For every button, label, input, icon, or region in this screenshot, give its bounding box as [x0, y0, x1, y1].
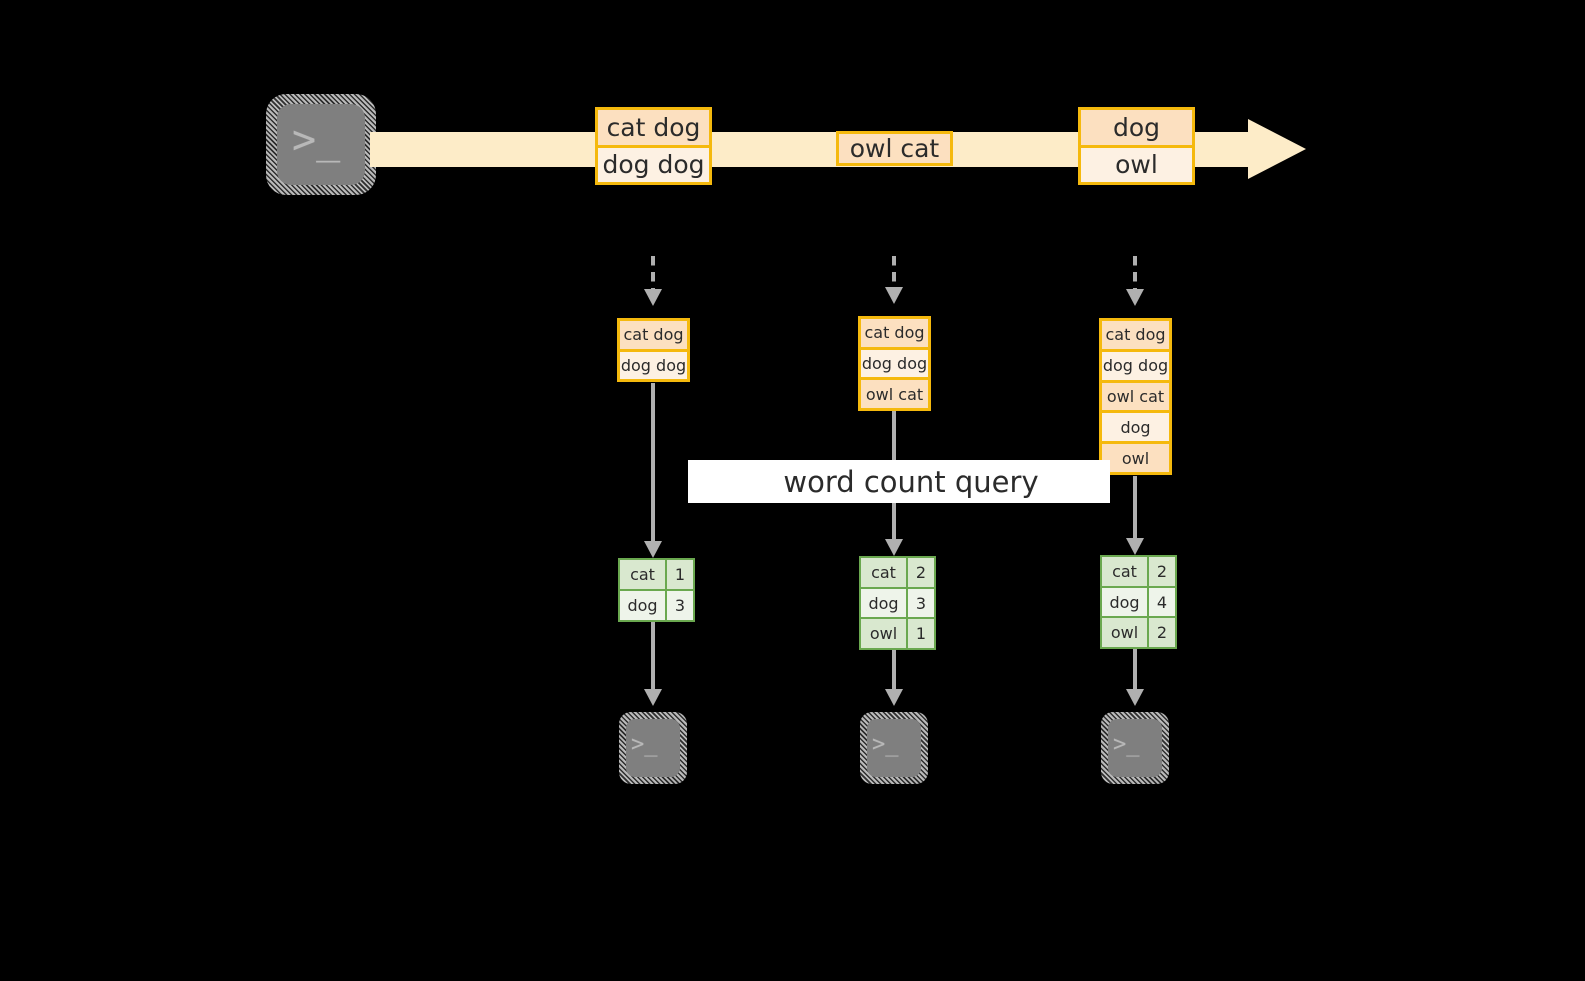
record-line: dog dog [598, 144, 709, 182]
result-word: owl [861, 619, 906, 649]
terminal-screen [1108, 719, 1162, 777]
table-row: dog 3 [861, 586, 934, 618]
record-line: owl [1081, 144, 1192, 182]
buffer-line: dog dog [861, 346, 928, 378]
table-row: cat 2 [861, 558, 934, 587]
result-count: 1 [665, 560, 693, 589]
query-label: word count query [688, 460, 1110, 503]
terminal-prompt-glyph: >_ [1113, 732, 1140, 757]
table-row: owl 1 [861, 617, 934, 649]
result-word: dog [861, 588, 906, 618]
buffer-line: dog dog [620, 348, 687, 379]
snapshot-2-tap-arrowhead-icon [885, 287, 903, 304]
snapshot-3-sink-terminal-icon: >_ [1101, 712, 1169, 784]
result-word: owl [1102, 618, 1147, 648]
buffer-line: dog [1102, 410, 1169, 442]
record-line: cat dog [598, 110, 709, 145]
record-line: dog [1081, 110, 1192, 145]
snapshot-2-query-arrowhead-icon [885, 539, 903, 556]
table-row: cat 1 [620, 560, 693, 589]
record-line: owl cat [839, 134, 950, 163]
snapshot-3-result-table: cat 2 dog 4 owl 2 [1100, 555, 1177, 649]
terminal-prompt-glyph: >_ [292, 117, 341, 163]
stream-record-3: dog owl [1078, 107, 1195, 185]
snapshot-1-tap-line [651, 256, 655, 290]
snapshot-1-query-line [651, 383, 655, 550]
buffer-line: cat dog [620, 321, 687, 349]
snapshot-3-tap-line [1133, 256, 1137, 290]
buffer-line: owl cat [861, 377, 928, 409]
terminal-prompt-glyph: >_ [631, 732, 658, 757]
buffer-line: owl cat [1102, 379, 1169, 411]
snapshot-3-sink-line [1133, 649, 1137, 694]
buffer-line: cat dog [1102, 321, 1169, 349]
snapshot-3-tap-arrowhead-icon [1126, 289, 1144, 306]
stream-arrow-head-icon [1248, 119, 1306, 179]
snapshot-1-tap-arrowhead-icon [644, 289, 662, 306]
buffer-line: cat dog [861, 319, 928, 347]
snapshot-2-sink-terminal-icon: >_ [860, 712, 928, 784]
snapshot-3-query-line [1133, 476, 1137, 546]
snapshot-1-sink-arrowhead-icon [644, 689, 662, 706]
source-terminal-icon: >_ [266, 94, 376, 195]
stream-record-1: cat dog dog dog [595, 107, 712, 185]
terminal-screen [277, 104, 365, 185]
snapshot-1-sink-line [651, 622, 655, 694]
result-word: dog [1102, 587, 1147, 617]
result-count: 2 [1147, 618, 1175, 648]
table-row: owl 2 [1102, 616, 1175, 648]
query-label-text: word count query [783, 464, 1039, 499]
snapshot-1-result-table: cat 1 dog 3 [618, 558, 695, 622]
snapshot-1-query-arrowhead-icon [644, 541, 662, 558]
terminal-prompt-glyph: >_ [872, 732, 899, 757]
result-count: 2 [1147, 557, 1175, 586]
snapshot-3-sink-arrowhead-icon [1126, 689, 1144, 706]
result-count: 3 [906, 588, 934, 618]
result-word: cat [620, 560, 665, 589]
snapshot-2-tap-line [892, 256, 896, 288]
terminal-screen [867, 719, 921, 777]
result-count: 4 [1147, 587, 1175, 617]
table-row: dog 3 [620, 589, 693, 620]
snapshot-1-sink-terminal-icon: >_ [619, 712, 687, 784]
terminal-screen [626, 719, 680, 777]
result-word: dog [620, 591, 665, 620]
table-row: dog 4 [1102, 585, 1175, 617]
buffer-line: owl [1102, 441, 1169, 472]
snapshot-3-buffer: cat dog dog dog owl cat dog owl [1099, 318, 1172, 475]
result-word: cat [861, 558, 906, 587]
snapshot-2-sink-arrowhead-icon [885, 689, 903, 706]
result-count: 2 [906, 558, 934, 587]
snapshot-2-buffer: cat dog dog dog owl cat [858, 316, 931, 411]
stream-record-2: owl cat [836, 131, 953, 166]
snapshot-3-query-arrowhead-icon [1126, 538, 1144, 555]
snapshot-2-result-table: cat 2 dog 3 owl 1 [859, 556, 936, 650]
snapshot-2-sink-line [892, 650, 896, 694]
result-word: cat [1102, 557, 1147, 586]
table-row: cat 2 [1102, 557, 1175, 586]
buffer-line: dog dog [1102, 348, 1169, 380]
snapshot-1-buffer: cat dog dog dog [617, 318, 690, 382]
result-count: 3 [665, 591, 693, 620]
result-count: 1 [906, 619, 934, 649]
